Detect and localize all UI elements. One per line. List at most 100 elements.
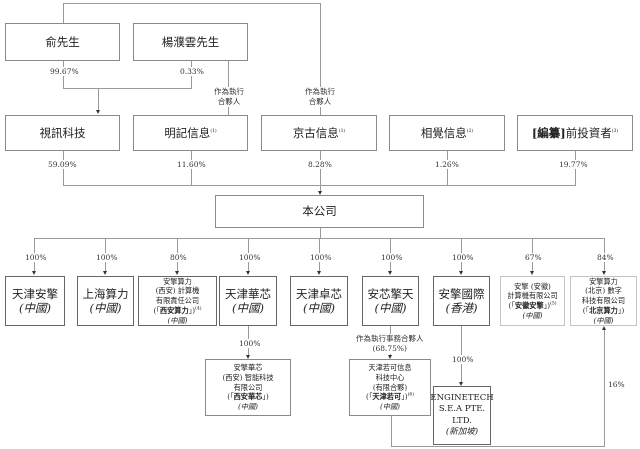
gp-label-line: 作為執行事務合夥人: [356, 334, 424, 343]
pct-label: 11.60%: [176, 160, 207, 169]
footnote-marker: (1): [338, 128, 346, 134]
shareholder-box-xiangjue: 相覺信息(2): [389, 115, 505, 151]
shareholder-name: 明記信息: [164, 125, 211, 140]
subsidiary-name-line: LTD.: [452, 415, 472, 426]
pct-label: 100%: [238, 339, 262, 348]
quote-open: (「: [508, 301, 515, 310]
arrow-down-icon: [245, 355, 250, 359]
subsidiary-box-tianjin-ruoke: 天津若可信息 科技中心 (有限合夥) (「天津若可」)(6) (中國): [349, 359, 431, 416]
connector-line: [63, 88, 192, 89]
short-name: 天津若可: [372, 392, 402, 402]
quote-open: (「: [227, 392, 234, 402]
subsidiary-box-shanghai-suanli: 上海算力 (中國): [77, 276, 134, 326]
connector-line: [320, 3, 321, 115]
subsidiary-jurisdiction: (中國): [593, 315, 614, 325]
quote-open: (「: [153, 305, 160, 315]
quote-close: 」): [543, 301, 551, 310]
subsidiary-name-line: (西安) 計算機: [155, 286, 200, 296]
subsidiary-name-line: 計算機有限公司: [507, 291, 558, 301]
pct-label: 100%: [24, 253, 48, 262]
arrow-up-icon: [601, 326, 606, 330]
pct-label: 100%: [380, 253, 404, 262]
subsidiary-jurisdiction: (中國): [19, 301, 51, 315]
gp-label-line: 合夥人: [217, 96, 241, 106]
pct-label: 100%: [451, 253, 475, 262]
arrow-down-icon: [458, 382, 463, 386]
subsidiary-name-line: 有限責任公司: [155, 296, 200, 306]
arrow-down-icon: [387, 355, 392, 359]
subsidiary-box-beijing-suanli: 安擎算力 (北京) 數字 科技有限公司 (「北京算力」) (中國): [570, 276, 637, 326]
subsidiary-box-xian-huaxin: 安擎華芯 (西安) 智能科技 有限公司 (「西安華芯」) (中國): [205, 359, 291, 416]
subsidiary-name-line: 有限公司: [233, 382, 263, 392]
subsidiary-name-line: ENGINETECH: [430, 393, 494, 404]
subsidiary-box-tianjin-huaxin: 天津華芯 (中國): [219, 276, 277, 326]
quote-close: 」): [617, 305, 625, 315]
pct-label: 16%: [607, 380, 626, 389]
connector-line: [63, 3, 64, 23]
shareholder-box-yang: 楊濮雲先生: [133, 23, 248, 61]
shareholder-name: 京古信息: [292, 125, 339, 140]
pct-label: 19.77%: [558, 160, 589, 169]
pct-label: 100%: [238, 253, 262, 262]
gp-label-line: 合夥人: [308, 96, 332, 106]
short-name: 西安算力: [159, 305, 189, 315]
subsidiary-box-enginetech: ENGINETECH S.E.A PTE. LTD. (新加坡): [430, 386, 494, 445]
connector-line: [320, 150, 321, 192]
pct-label: 80%: [169, 253, 188, 262]
shareholder-box-jinggu: 京古信息(1): [261, 115, 377, 151]
pct-label: 67%: [524, 253, 543, 262]
subsidiary-jurisdiction: (中國): [374, 301, 407, 315]
subsidiary-box-anqing-international: 安擎國際 (香港): [433, 276, 490, 326]
short-name: 安徽安擎: [514, 301, 544, 310]
subsidiary-jurisdiction: (中國): [303, 301, 335, 315]
subsidiary-name-line: 科技有限公司: [581, 296, 626, 306]
subsidiary-jurisdiction: (中國): [89, 301, 122, 315]
connector-line: [320, 227, 321, 238]
connector-line: [391, 446, 605, 447]
footnote-marker: (1): [210, 128, 217, 134]
subsidiary-jurisdiction: (中國): [380, 402, 400, 412]
subsidiary-name-line: (有限合夥): [372, 382, 408, 392]
shareholder-name: 相覺信息: [420, 125, 467, 140]
shareholder-box-mingji: 明記信息(1): [133, 115, 248, 151]
pct-label: 100%: [95, 253, 119, 262]
pct-label: 100%: [451, 355, 475, 364]
connector-line: [604, 330, 605, 447]
subsidiary-name-line: (西安) 智能科技: [222, 372, 274, 382]
pct-label: 84%: [596, 253, 615, 262]
arrow-down-icon: [601, 271, 606, 275]
quote-close: 」): [401, 392, 408, 402]
subsidiary-name: 安擎國際: [438, 286, 485, 301]
arrow-down-icon: [31, 271, 36, 275]
pct-label: 100%: [309, 253, 333, 262]
shareholder-name: 視訊科技: [39, 125, 86, 140]
subsidiary-box-tianjin-zhuoxin: 天津卓芯 (中國): [290, 276, 348, 326]
subsidiary-name-line: 安擎算力: [589, 276, 618, 286]
shareholder-box-pre-investors: [編纂]前投資者(3): [517, 115, 633, 151]
arrow-down-icon: [174, 271, 179, 275]
subsidiary-jurisdiction: (中國): [238, 402, 258, 412]
redacted-tag: [編纂]: [531, 125, 566, 140]
gp-label: 作為執行 合夥人: [213, 87, 245, 107]
subsidiary-jurisdiction: (新加坡): [445, 426, 479, 437]
subsidiary-box-tianjin-anqing: 天津安擎 (中國): [5, 276, 65, 326]
subsidiary-name-line: 安擎華芯: [233, 363, 263, 373]
pct-label: 8.28%: [307, 160, 333, 169]
connector-line: [63, 185, 576, 186]
subsidiary-name: 上海算力: [82, 286, 129, 301]
short-name: 西安華芯: [233, 392, 263, 402]
company-name: 本公司: [302, 204, 337, 219]
arrow-down-icon: [102, 271, 107, 275]
subsidiary-name-line: S.E.A PTE.: [438, 404, 486, 415]
subsidiary-jurisdiction: (香港): [445, 301, 478, 315]
gp-label-line: 作為執行: [214, 87, 244, 96]
connector-line: [63, 3, 321, 4]
pct-label: 0.33%: [179, 67, 205, 76]
shareholder-box-shixun: 視訊科技: [5, 115, 120, 151]
subsidiary-jurisdiction: (中國): [232, 301, 264, 315]
arrow-down-icon: [245, 271, 250, 275]
subsidiary-name: 天津卓芯: [296, 286, 342, 301]
quote-open: (「: [366, 392, 373, 402]
quote-close: 」): [262, 392, 269, 402]
quote-close: 」): [188, 305, 196, 315]
